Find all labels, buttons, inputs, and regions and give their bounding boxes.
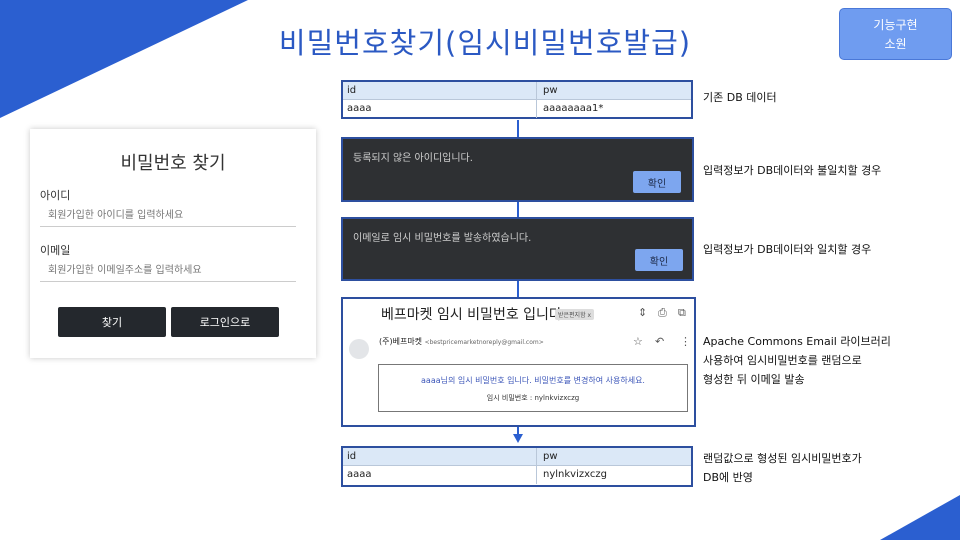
cell-pw: nylnkvizxczg	[543, 469, 607, 480]
reply-icon[interactable]: ↶	[655, 335, 665, 348]
slide-title: 비밀번호찾기(임시비밀번호발급)	[278, 26, 692, 60]
header-pw: pw	[543, 85, 558, 96]
cell-id: aaaa	[347, 103, 372, 114]
temp-password-email: 베프마켓 임시 비밀번호 입니다. 받은편지함 x ⇕ ⎙ ⧉ (주)베프마켓 …	[341, 297, 696, 427]
flow-arrowhead	[513, 434, 523, 443]
find-password-card: 비밀번호 찾기 아이디 이메일 찾기 로그인으로	[30, 129, 316, 358]
table-row: aaaa aaaaaaaa1*	[343, 100, 691, 118]
table-row: aaaa nylnkvizxczg	[343, 466, 691, 484]
corner-shape-top-left	[0, 0, 248, 118]
email-subject: 베프마켓 임시 비밀번호 입니다.	[381, 307, 567, 323]
email-body-line-2: 임시 비밀번호 : nylnkvizxczg	[486, 394, 580, 402]
table-header-row: id pw	[343, 82, 691, 100]
note-db-updated: 랜덤값으로 형성된 임시비밀번호가 DB에 반영	[703, 452, 862, 484]
flow-connector	[517, 201, 519, 218]
dialog-email-sent: 이메일로 임시 비밀번호를 발송하였습니다. 확인	[341, 217, 694, 281]
flow-connector	[517, 427, 519, 436]
feature-badge: 기능구현 소원	[839, 8, 952, 60]
open-new-window-icon[interactable]: ⧉	[678, 306, 686, 319]
card-title: 비밀번호 찾기	[120, 153, 226, 174]
print-icon[interactable]: ⎙	[658, 306, 667, 319]
dialog-message: 이메일로 임시 비밀번호를 발송하였습니다.	[353, 233, 532, 244]
note-mismatch: 입력정보가 DB데이터와 불일치할 경우	[703, 164, 882, 177]
more-icon[interactable]: ⋮	[680, 335, 691, 348]
id-label: 아이디	[40, 189, 71, 202]
email-input[interactable]	[40, 260, 296, 282]
flow-connector	[517, 281, 519, 298]
badge-line-1: 기능구현	[873, 18, 918, 32]
db-table-after: id pw aaaa nylnkvizxczg	[341, 446, 693, 487]
header-id: id	[347, 451, 357, 462]
star-icon[interactable]: ☆	[633, 335, 643, 348]
note-email-library: Apache Commons Email 라이브러리 사용하여 임시비밀번호를 …	[703, 335, 891, 386]
header-id: id	[347, 85, 357, 96]
email-body-line-1: aaaa님의 임시 비밀번호 입니다. 비밀번호를 변경하여 사용하세요.	[421, 376, 645, 385]
dialog-ok-button[interactable]: 확인	[635, 249, 683, 271]
sender-avatar	[349, 339, 369, 359]
sender-name: (주)베프마켓	[379, 337, 423, 346]
dialog-message: 등록되지 않은 아이디입니다.	[353, 153, 473, 164]
header-pw: pw	[543, 451, 558, 462]
cell-pw: aaaaaaaa1*	[543, 103, 604, 114]
badge-line-2: 소원	[884, 37, 907, 51]
find-button[interactable]: 찾기	[58, 307, 166, 337]
id-input[interactable]	[40, 205, 296, 227]
cell-id: aaaa	[347, 469, 372, 480]
sender-address: <bestpricemarketnoreply@gmail.com>	[424, 339, 544, 346]
inbox-tag[interactable]: 받은편지함 x	[555, 309, 595, 320]
table-header-row: id pw	[343, 448, 691, 466]
sender: (주)베프마켓 <bestpricemarketnoreply@gmail.co…	[379, 336, 544, 347]
note-match: 입력정보가 DB데이터와 일치할 경우	[703, 243, 872, 256]
flow-connector	[517, 120, 519, 138]
dialog-ok-button[interactable]: 확인	[633, 171, 681, 193]
email-body: aaaa님의 임시 비밀번호 입니다. 비밀번호를 변경하여 사용하세요. 임시…	[378, 364, 688, 412]
dialog-not-registered: 등록되지 않은 아이디입니다. 확인	[341, 137, 694, 202]
back-to-login-button[interactable]: 로그인으로	[171, 307, 279, 337]
expand-icon[interactable]: ⇕	[638, 306, 648, 319]
db-table-before: id pw aaaa aaaaaaaa1*	[341, 80, 693, 119]
email-label: 이메일	[40, 244, 71, 257]
note-existing-data: 기존 DB 데이터	[703, 91, 777, 104]
corner-shape-bottom-right	[880, 495, 960, 540]
